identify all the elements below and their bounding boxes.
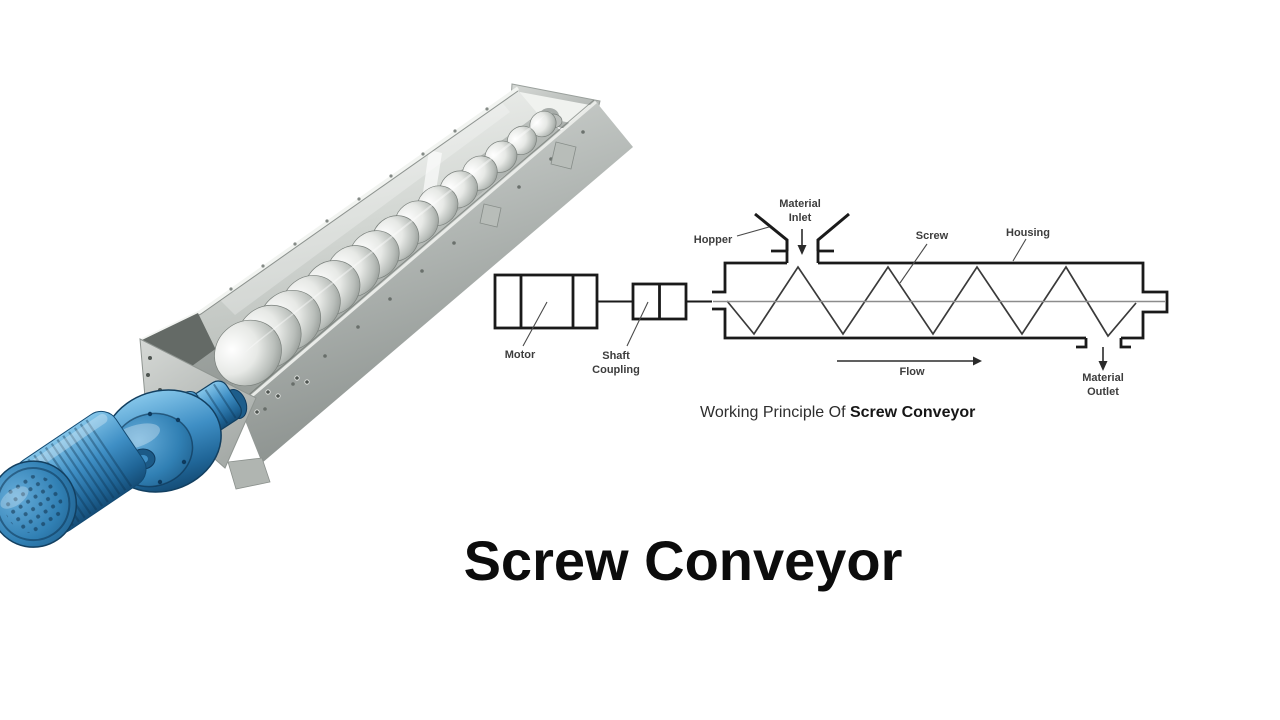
leader-lines [522, 226, 1027, 347]
trough-outer-wall [240, 103, 633, 463]
screw-flights [726, 265, 1137, 338]
diagram-caption-bold: Screw Conveyor [849, 404, 976, 421]
diagram-outlines [493, 212, 1169, 349]
bolt-dots-left-rim [229, 107, 489, 291]
label-material-outlet-line1: Material [1082, 372, 1124, 384]
electric-motor [0, 410, 147, 548]
label-hopper: Hopper [694, 234, 733, 246]
page-title: Screw Conveyor [463, 529, 903, 592]
diagram-caption-prefix: Working Principle Of [700, 404, 850, 421]
support-gusset [227, 457, 271, 490]
housing-outline [712, 249, 1169, 349]
screw-conveyor-photo [0, 83, 633, 548]
motor-box [493, 273, 599, 330]
label-flow: Flow [899, 366, 924, 378]
outlet-arrow [1098, 347, 1108, 371]
label-material-outlet-line2: Outlet [1087, 386, 1119, 398]
support-bracket-far [550, 141, 577, 170]
drive-assembly [0, 380, 248, 548]
support-bracket-mid [479, 203, 502, 228]
hopper-outline [754, 212, 850, 251]
diagram-caption: Working Principle Of Screw Conveyor [700, 404, 975, 422]
working-principle-diagram: Material Inlet Hopper Screw Housing Moto… [493, 198, 1169, 398]
label-motor: Motor [505, 349, 536, 361]
label-shaft-coupling-line1: Shaft [602, 350, 630, 362]
label-material-inlet-line2: Inlet [789, 212, 812, 224]
screw-auger [214, 110, 563, 387]
label-screw: Screw [916, 230, 949, 242]
label-material-inlet-line1: Material [779, 198, 821, 210]
trough-inner-wall [141, 86, 538, 382]
inlet-arrow [797, 229, 807, 255]
label-housing: Housing [1006, 227, 1050, 239]
fan-cover [0, 460, 78, 548]
flow-arrow [837, 356, 982, 366]
arrows [797, 229, 1108, 371]
label-shaft-coupling-line2: Coupling [592, 364, 640, 376]
